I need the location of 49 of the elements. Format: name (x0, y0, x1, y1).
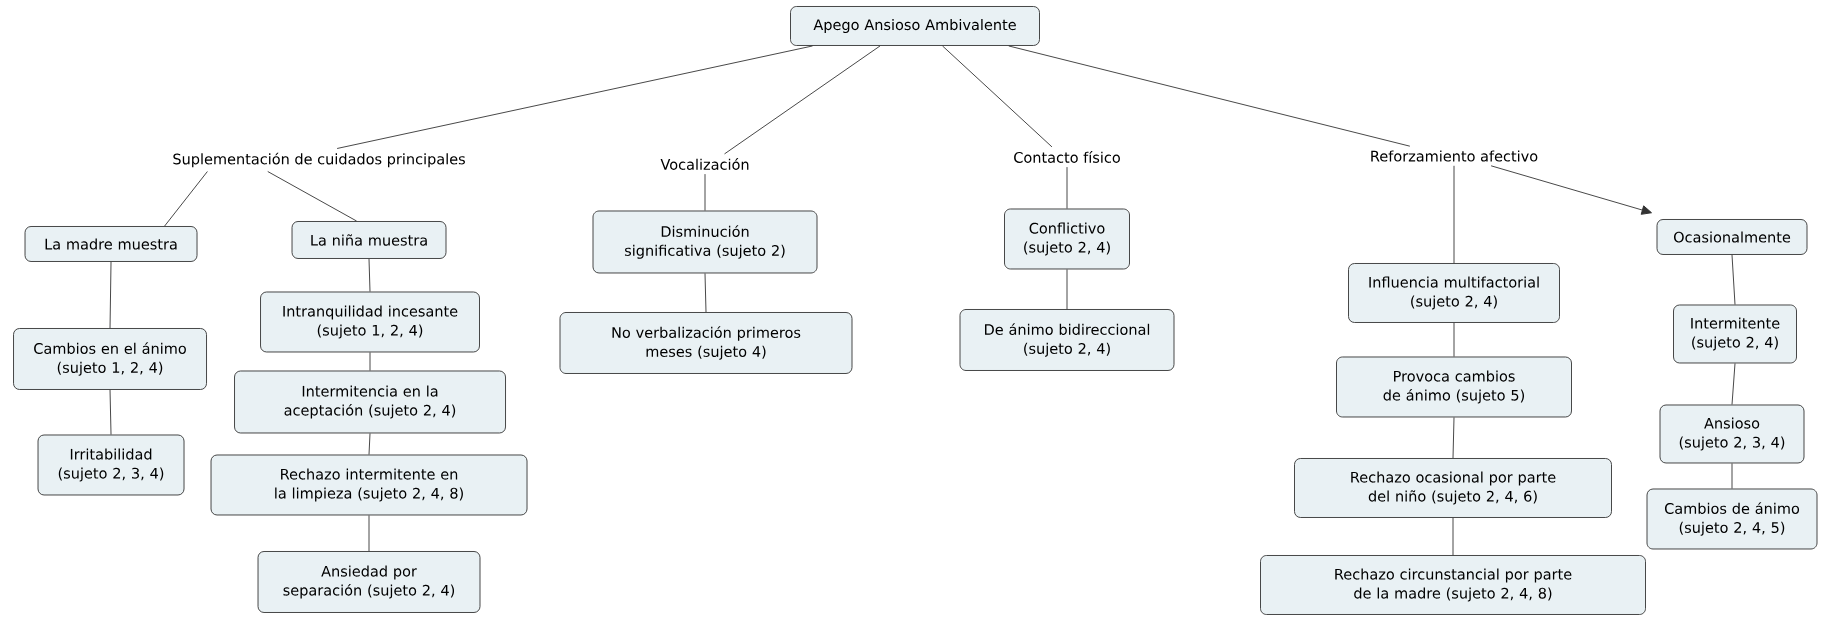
connector-line (1066, 269, 1068, 310)
connector-line (704, 273, 707, 313)
concept-box: De ánimo bidireccional (sujeto 2, 4) (959, 309, 1175, 371)
concept-box: No verbalización primeros meses (sujeto 4) (559, 312, 853, 374)
concept-box: Disminución significativa (sujeto 2) (592, 210, 818, 274)
connector-line (164, 171, 208, 227)
concept-box: La niña muestra (291, 221, 447, 259)
connector-line (704, 173, 706, 211)
connector-line (1452, 417, 1455, 459)
concept-box: Ocasionalmente (1656, 219, 1808, 255)
concept-box: Rechazo intermitente en la limpieza (sujeto 2, 4, 8) (210, 454, 528, 516)
connector-line (1008, 45, 1411, 147)
concept-box: Intermitente (sujeto 2, 4) (1673, 304, 1797, 364)
connector-line (336, 45, 813, 149)
linking-phrase: Suplementación de cuidados principales (173, 152, 465, 168)
connector-line (1731, 254, 1736, 305)
concept-box: La madre muestra (24, 226, 198, 262)
arrow (1490, 165, 1652, 215)
linking-phrase: Contacto físico (1014, 151, 1120, 163)
connector-line (368, 433, 371, 455)
connector-line (942, 45, 1053, 148)
connector-line (1731, 463, 1733, 489)
concept-box: Intranquilidad incesante (sujeto 1, 2, 4) (260, 291, 480, 353)
connector-line (369, 352, 371, 371)
connector-line (1453, 322, 1455, 357)
concept-box: Conflictivo (sujeto 2, 4) (1004, 208, 1130, 270)
connector-line (267, 171, 358, 222)
linking-phrase: Reforzamiento afectivo (1371, 150, 1538, 162)
concept-box: Ansiedad por separación (sujeto 2, 4) (257, 551, 481, 613)
concept-box: Rechazo circunstancial por parte de la madre (sujeto 2, 4, 8) (1260, 555, 1646, 615)
connector-line (368, 515, 370, 552)
concept-box: Irritabilidad (sujeto 2, 3, 4) (37, 434, 185, 496)
connector-line (1452, 517, 1454, 556)
connector-line (1066, 166, 1068, 209)
connector-line (1453, 165, 1455, 264)
concept-box: Influencia multifactorial (sujeto 2, 4) (1348, 263, 1560, 323)
connector-line (1731, 363, 1736, 405)
connector-line (368, 258, 371, 292)
concept-box: Provoca cambios de ánimo (sujeto 5) (1336, 356, 1572, 418)
concept-box: Apego Ansioso Ambivalente (790, 6, 1040, 46)
connector-line (109, 261, 112, 329)
concept-box: Cambios en el ánimo (sujeto 1, 2, 4) (13, 328, 207, 390)
connector-line (109, 389, 112, 435)
concept-box: Ansioso (sujeto 2, 3, 4) (1659, 404, 1805, 464)
connector-line (724, 45, 881, 155)
concept-box: Cambios de ánimo (sujeto 2, 4, 5) (1646, 488, 1818, 550)
concept-box: Rechazo ocasional por parte del niño (sujeto 2, 4, 6) (1294, 458, 1612, 518)
linking-phrase: Vocalización (660, 158, 749, 170)
concept-box: Intermitencia en la aceptación (sujeto 2, 4) (234, 370, 506, 434)
